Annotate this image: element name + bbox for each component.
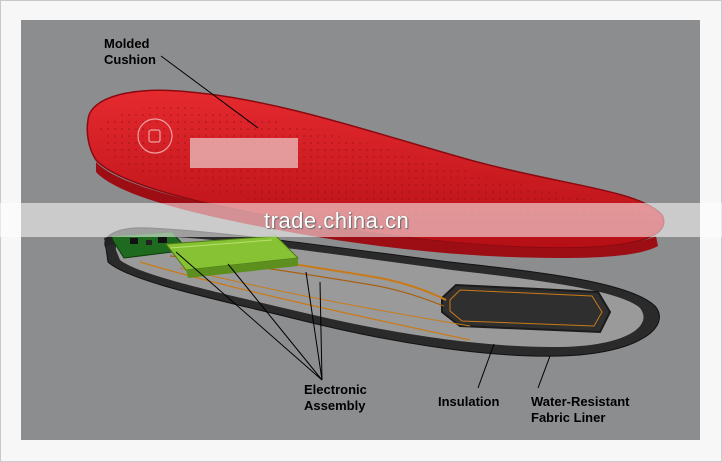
leader-molded-cushion (160, 55, 259, 129)
fabric-liner-label: Water-Resistant Fabric Liner (531, 394, 630, 425)
leader-electronic-1 (227, 263, 323, 381)
electronic-assembly (104, 231, 300, 278)
leader-fabric-liner (537, 355, 551, 389)
leader-lines (160, 55, 551, 389)
leader-electronic-3 (305, 271, 323, 381)
electronic-assembly-label: Electronic Assembly (304, 382, 367, 413)
leader-insulation (477, 343, 495, 389)
leader-electronic-4 (319, 281, 323, 381)
insulation-label: Insulation (438, 394, 500, 409)
heating-element (441, 283, 612, 334)
leader-electronic-2 (175, 251, 323, 381)
molded-cushion-label: Molded Cushion (104, 36, 156, 67)
blurred-logo (190, 138, 298, 168)
watermark: trade.china.cn (264, 208, 410, 233)
watermark-band (0, 203, 722, 237)
